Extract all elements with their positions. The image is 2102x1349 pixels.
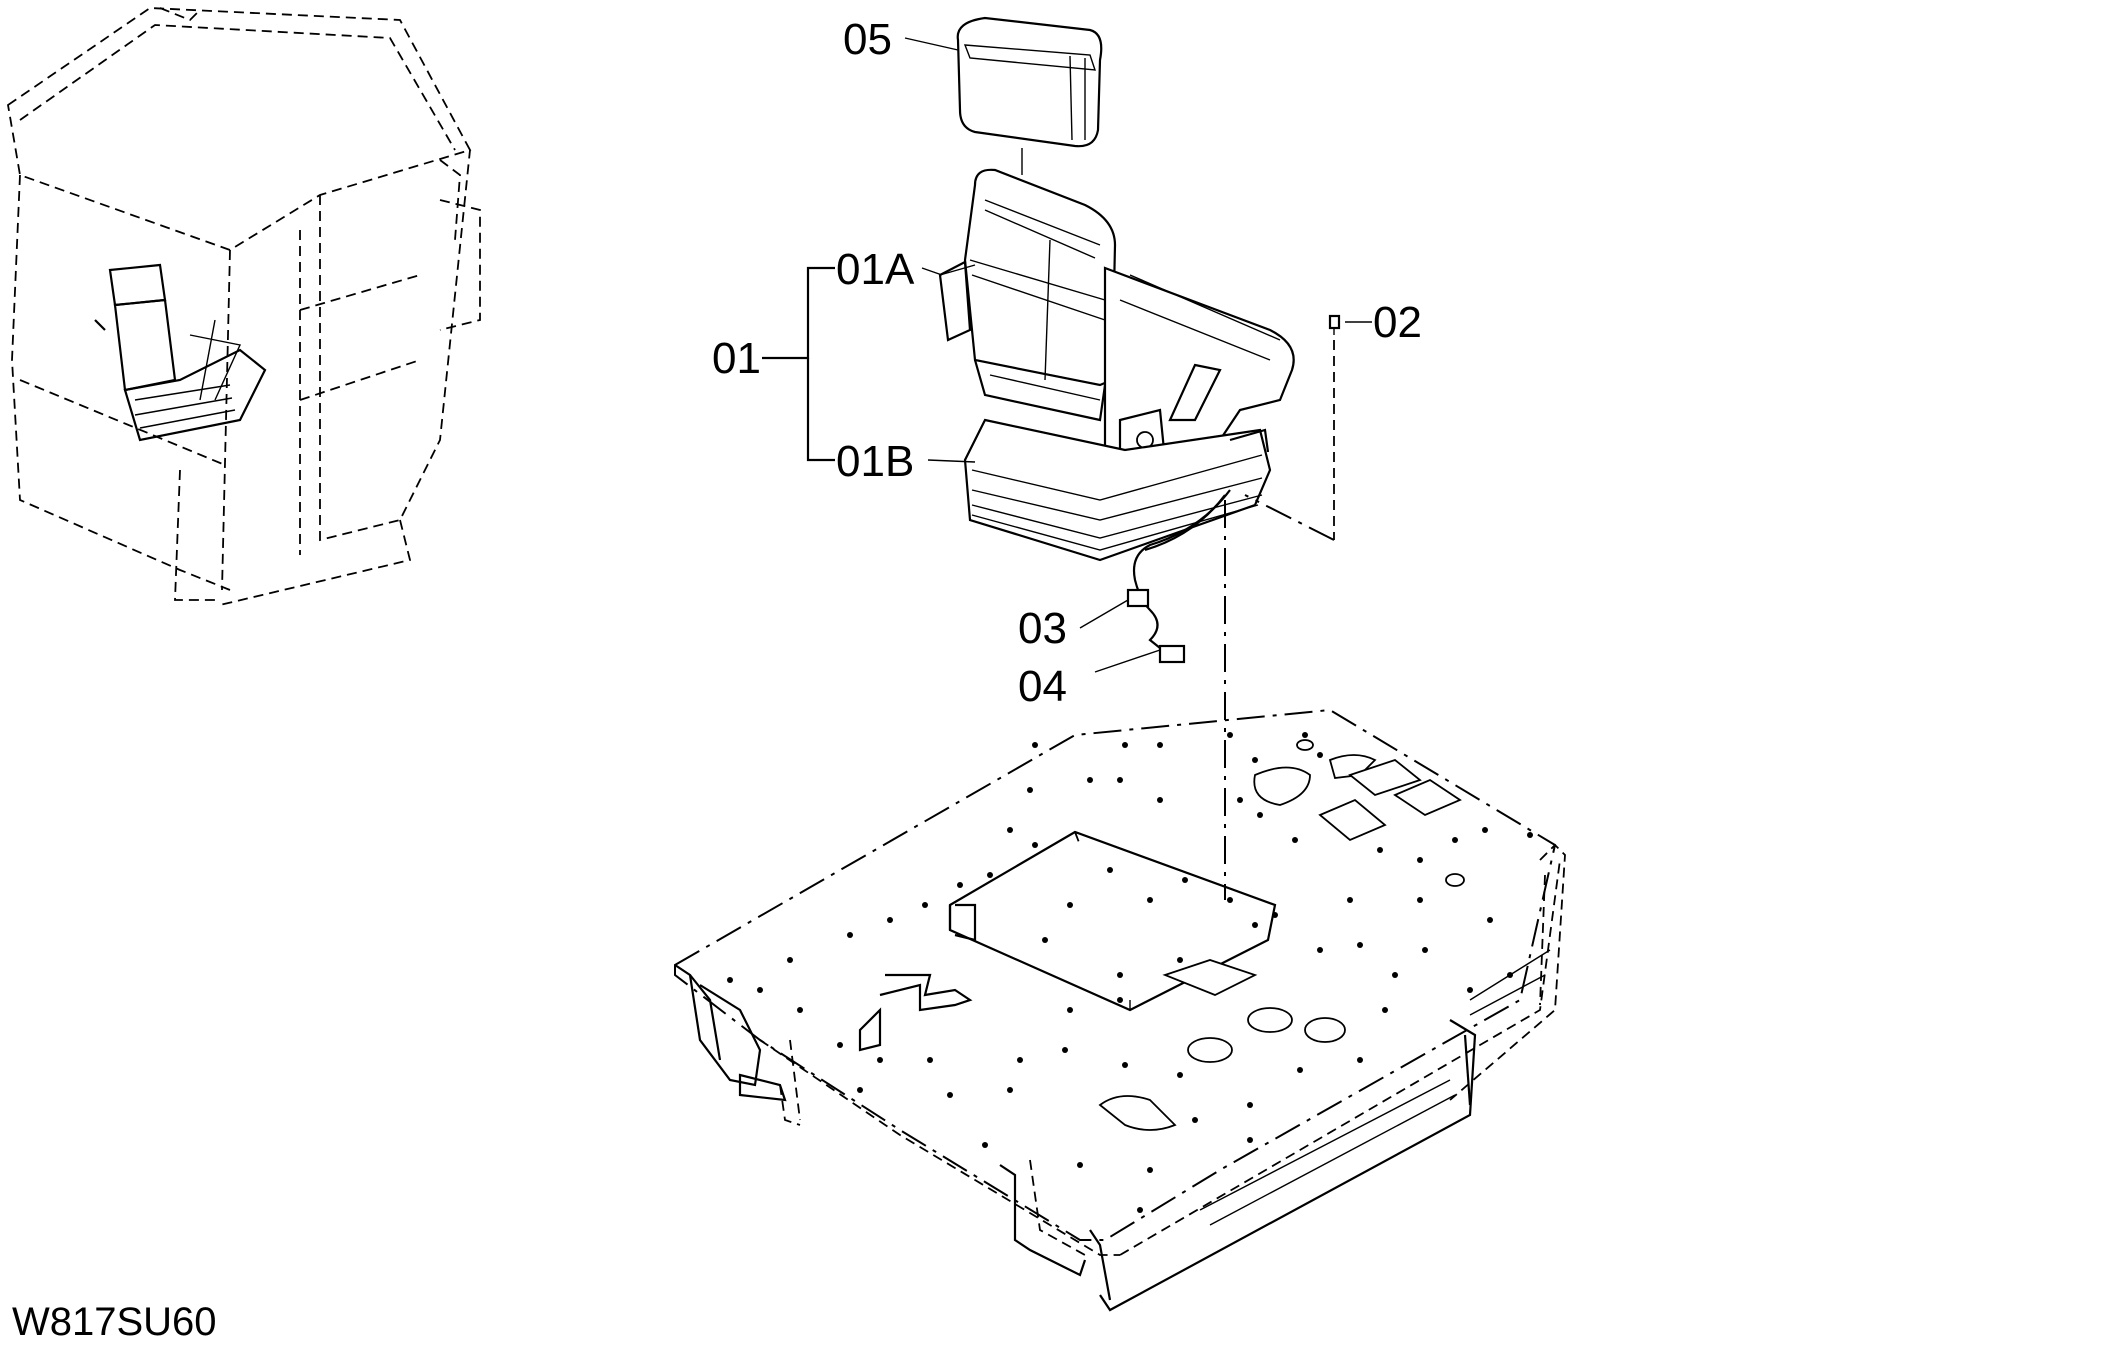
- floor-bolt-holes: [727, 732, 1533, 1213]
- callout-01A: 01A: [836, 245, 915, 294]
- callout-01: 01: [712, 334, 761, 383]
- wire-harness-part-03-04: [1126, 489, 1231, 664]
- callout-03: 03: [1018, 604, 1067, 653]
- bolt-part-02: [1244, 314, 1341, 541]
- drawing-code: W817SU60: [12, 1300, 217, 1344]
- callout-05: 05: [843, 15, 892, 64]
- callout-02: 02: [1373, 298, 1422, 347]
- cab-floor-frame: [674, 708, 1566, 1312]
- cab-overview-illustration: [7, 7, 481, 606]
- seat-assembly-part-01: [938, 168, 1295, 562]
- callout-04: 04: [1018, 662, 1067, 711]
- callout-01B: 01B: [836, 437, 914, 486]
- headrest-part-05: [956, 16, 1103, 175]
- callout-leaders: [762, 37, 1372, 673]
